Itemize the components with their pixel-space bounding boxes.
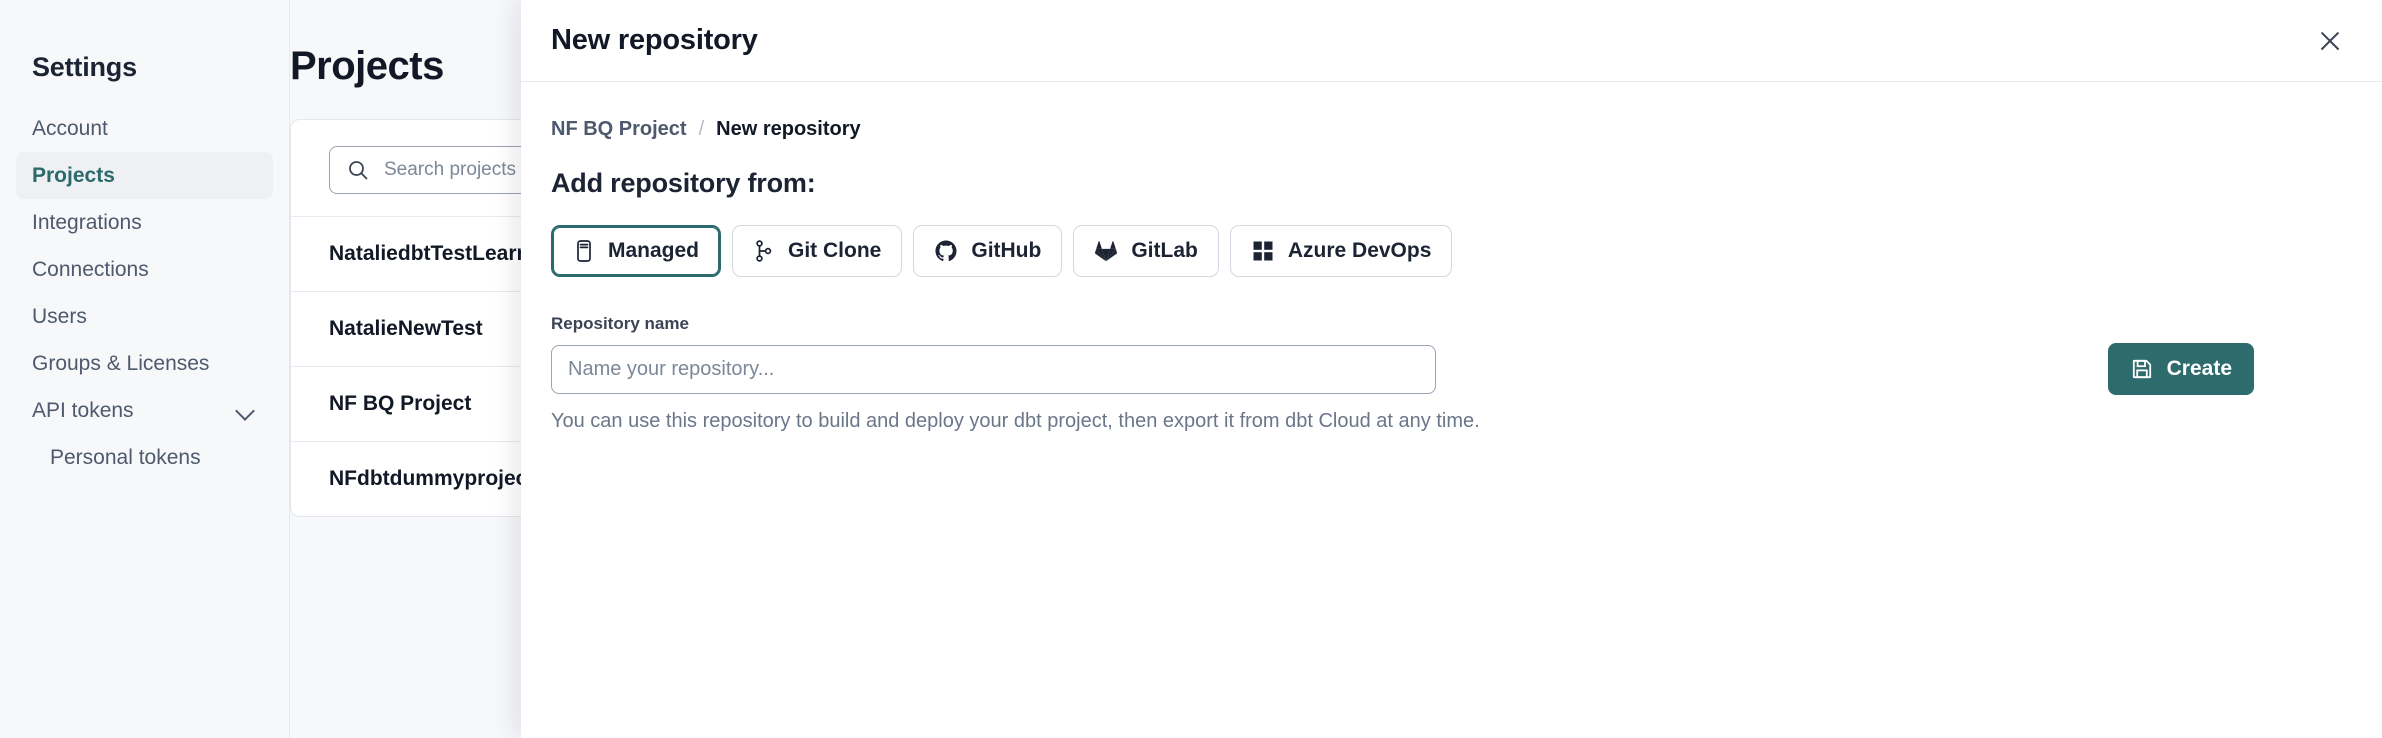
sidebar-item-label: Projects xyxy=(32,163,115,187)
panel-header: New repository xyxy=(521,0,2382,82)
source-option-label: GitHub xyxy=(971,239,1042,262)
section-title: Add repository from: xyxy=(551,168,816,198)
sidebar-item-account[interactable]: Account xyxy=(16,105,273,152)
breadcrumb-current: New repository xyxy=(716,118,861,140)
repository-helper-text: You can use this repository to build and… xyxy=(551,410,1480,432)
sidebar-item-label: Users xyxy=(32,304,87,328)
sidebar-item-label: API tokens xyxy=(32,398,134,422)
save-icon xyxy=(2130,357,2154,381)
sidebar-item-label: Integrations xyxy=(32,210,142,234)
sidebar-item-label: Groups & Licenses xyxy=(32,351,210,375)
create-button-label: Create xyxy=(2166,357,2232,380)
source-option-gitlab[interactable]: GitLab xyxy=(1073,225,1219,277)
create-button[interactable]: Create xyxy=(2107,343,2254,395)
sidebar-item-users[interactable]: Users xyxy=(16,293,273,340)
sidebar-item-integrations[interactable]: Integrations xyxy=(16,199,273,246)
breadcrumb-separator: / xyxy=(698,118,705,140)
search-icon xyxy=(346,158,370,182)
source-option-managed[interactable]: Managed xyxy=(551,225,722,277)
repository-name-label: Repository name xyxy=(551,314,689,333)
sidebar-nav: Account Projects Integrations Connection… xyxy=(16,105,273,481)
source-option-label: GitLab xyxy=(1131,239,1198,262)
source-option-azure-devops[interactable]: Azure DevOps xyxy=(1229,225,1453,277)
source-option-git-clone[interactable]: Git Clone xyxy=(732,225,903,277)
repository-name-row: Create xyxy=(551,343,2352,395)
new-repository-panel: New repository NF BQ Project / New repos… xyxy=(521,0,2382,738)
source-option-label: Azure DevOps xyxy=(1287,239,1432,262)
repository-source-options: Managed Git Clone xyxy=(551,225,2352,277)
close-icon[interactable] xyxy=(2310,21,2350,61)
github-icon xyxy=(934,239,958,263)
source-option-label: Git Clone xyxy=(788,239,882,262)
sidebar-item-api-tokens[interactable]: API tokens xyxy=(16,387,273,434)
sidebar-item-label: Personal tokens xyxy=(50,445,201,469)
settings-sidebar: Settings Account Projects Integrations C… xyxy=(0,0,290,738)
panel-title: New repository xyxy=(551,24,758,56)
page-title: Projects xyxy=(290,44,444,88)
sidebar-item-label: Account xyxy=(32,116,108,140)
source-option-label: Managed xyxy=(608,239,700,262)
sidebar-item-personal-tokens[interactable]: Personal tokens xyxy=(16,434,273,481)
source-option-github[interactable]: GitHub xyxy=(913,225,1063,277)
gitlab-icon xyxy=(1094,239,1118,263)
sidebar-title: Settings xyxy=(32,52,137,82)
repository-name-input[interactable] xyxy=(551,344,1436,394)
panel-body: NF BQ Project / New repository Add repos… xyxy=(521,82,2382,433)
breadcrumb: NF BQ Project / New repository xyxy=(551,118,2352,141)
sidebar-item-connections[interactable]: Connections xyxy=(16,246,273,293)
sidebar-item-projects[interactable]: Projects xyxy=(16,152,273,199)
sidebar-item-label: Connections xyxy=(32,257,149,281)
sidebar-item-groups-licenses[interactable]: Groups & Licenses xyxy=(16,340,273,387)
database-icon xyxy=(573,239,595,263)
chevron-down-icon[interactable] xyxy=(235,400,257,422)
breadcrumb-parent[interactable]: NF BQ Project xyxy=(551,118,687,140)
git-branch-icon xyxy=(753,239,775,263)
azure-devops-icon xyxy=(1251,239,1275,263)
